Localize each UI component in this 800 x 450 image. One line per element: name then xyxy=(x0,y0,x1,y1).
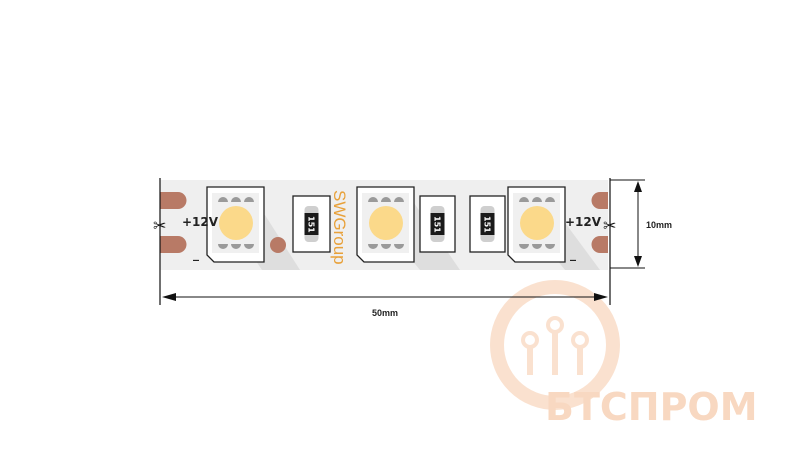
width-label: 10mm xyxy=(646,220,672,230)
resistor-code: 151 xyxy=(483,216,492,233)
smd-resistor: 151 xyxy=(292,195,331,253)
led-emitter xyxy=(369,206,403,240)
resistor-code: 151 xyxy=(433,216,442,233)
width-dimension xyxy=(610,179,645,269)
smd-5050-led xyxy=(507,186,566,263)
length-label: 50mm xyxy=(372,308,398,318)
plus-12v-left: +12V xyxy=(182,215,219,229)
brand-text: SWGroup xyxy=(330,190,349,265)
scissors-icon-left: ✂ xyxy=(153,218,166,235)
minus-left: _ xyxy=(193,247,199,262)
smd-resistor: 151 xyxy=(419,195,456,253)
smd-resistor: 151 xyxy=(469,195,506,253)
watermark-text: БТСПРОМ xyxy=(545,385,758,429)
resistor-code: 151 xyxy=(307,216,316,233)
minus-right: _ xyxy=(570,247,576,262)
plus-12v-right: +12V xyxy=(565,215,602,229)
led-emitter xyxy=(219,206,253,240)
watermark-logo: БТСПРОМ xyxy=(490,280,758,429)
scissors-icon-right: ✂ xyxy=(603,218,616,235)
smd-5050-led xyxy=(206,186,265,263)
led-emitter xyxy=(520,206,554,240)
copper-pads xyxy=(160,192,608,253)
smd-5050-led xyxy=(356,186,415,263)
